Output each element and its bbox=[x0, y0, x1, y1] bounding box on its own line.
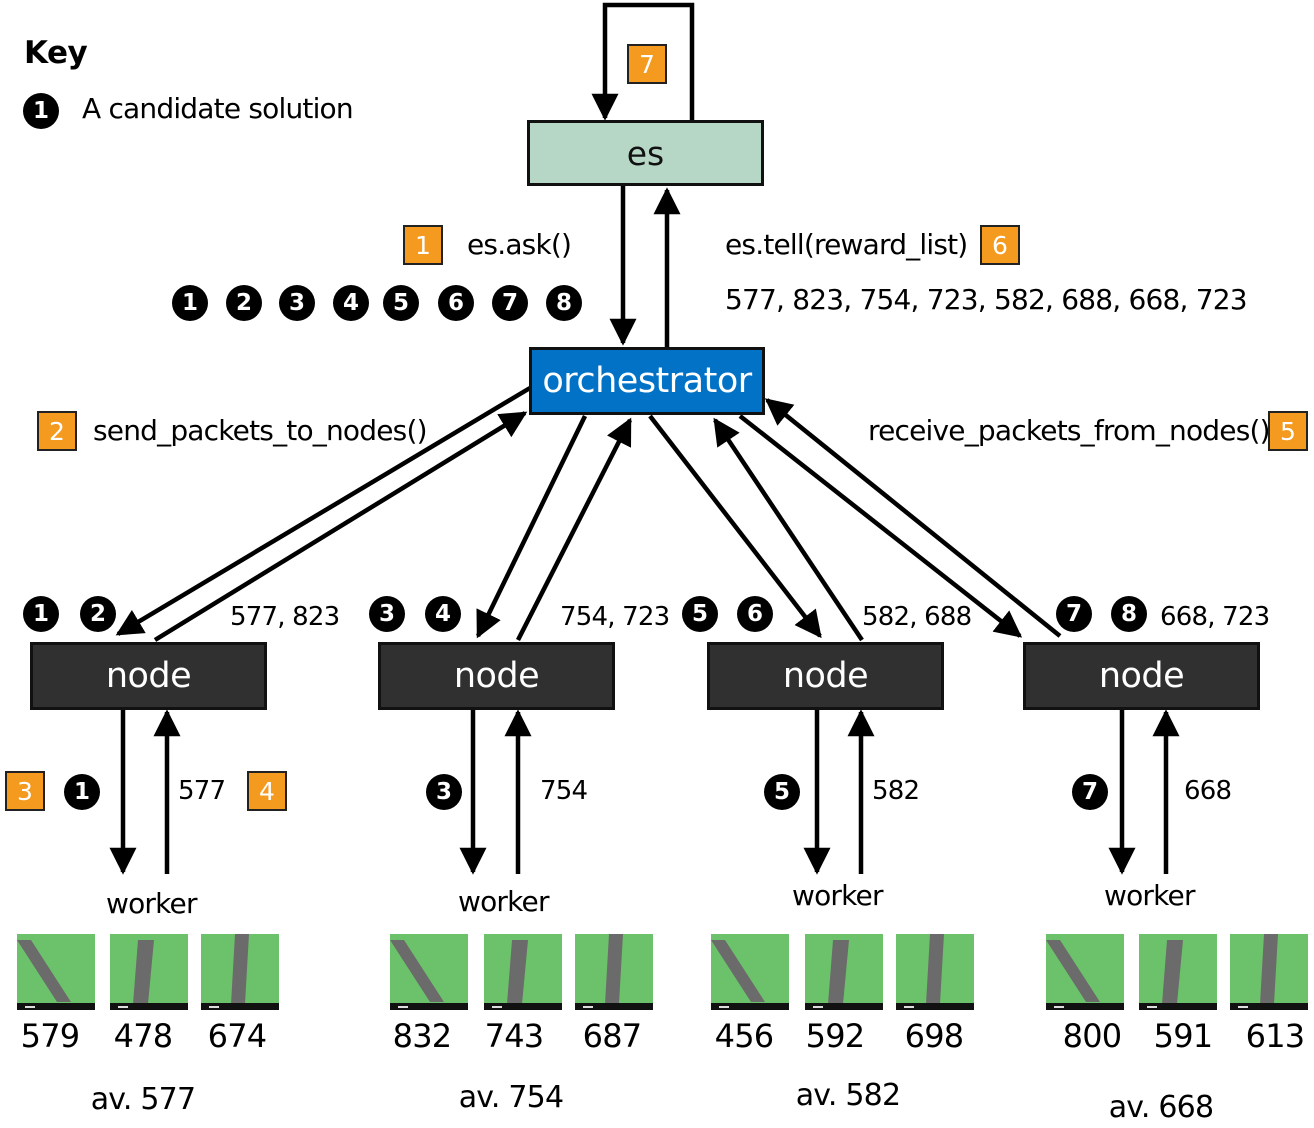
episode-thumbnail bbox=[484, 934, 562, 1010]
key-candidate-marker: 1 bbox=[23, 93, 59, 129]
candidate-marker: 6 bbox=[438, 285, 474, 321]
key-candidate-label: A candidate solution bbox=[82, 92, 354, 125]
episode-reward: 743 bbox=[484, 1017, 544, 1055]
node-candidate-marker: 8 bbox=[1111, 596, 1147, 632]
episode-thumbnail bbox=[390, 934, 468, 1010]
worker-label: worker bbox=[458, 885, 550, 918]
ask-label: es.ask() bbox=[467, 228, 572, 261]
episode-thumbnail bbox=[1046, 934, 1124, 1010]
receive-arrow-node-2 bbox=[515, 417, 633, 642]
ask-step-marker: 1 bbox=[403, 225, 443, 265]
episode-reward: 832 bbox=[392, 1017, 452, 1055]
receive-label: receive_packets_from_nodes() bbox=[868, 414, 1271, 447]
episode-thumbnail bbox=[896, 934, 974, 1010]
candidate-marker: 5 bbox=[383, 285, 419, 321]
tell-step-marker: 6 bbox=[980, 225, 1020, 265]
worker-reward: 754 bbox=[540, 776, 588, 806]
node-rewards: 577, 823 bbox=[230, 602, 340, 632]
worker-return-step-marker: 4 bbox=[247, 771, 287, 811]
receive-arrow-node-3 bbox=[713, 417, 864, 642]
node-candidate-marker: 6 bbox=[737, 596, 773, 632]
episode-reward: 579 bbox=[20, 1017, 80, 1055]
episode-reward: 800 bbox=[1062, 1017, 1122, 1055]
worker-reward: 668 bbox=[1184, 776, 1232, 806]
receive-arrow-node-4 bbox=[764, 398, 1062, 638]
candidate-marker: 8 bbox=[546, 285, 582, 321]
es-loop-arrow bbox=[591, 2, 695, 121]
worker-candidate-marker: 7 bbox=[1072, 774, 1108, 810]
send-arrow-node-2 bbox=[475, 415, 588, 639]
node-box: node bbox=[30, 642, 267, 710]
worker-reward: 577 bbox=[178, 776, 226, 806]
episode-reward: 456 bbox=[714, 1017, 774, 1055]
node-candidate-marker: 1 bbox=[23, 596, 59, 632]
episode-reward: 478 bbox=[113, 1017, 173, 1055]
es-loop-step-marker: 7 bbox=[627, 44, 667, 84]
node-average-reward: av. 754 bbox=[458, 1080, 564, 1115]
episode-thumbnail bbox=[110, 934, 188, 1010]
key-title: Key bbox=[24, 35, 88, 71]
send-arrow-node-4 bbox=[738, 414, 1023, 638]
receive-arrow-node-1 bbox=[153, 411, 528, 642]
es-box: es bbox=[527, 120, 764, 186]
node-box: node bbox=[378, 642, 615, 710]
episode-reward: 592 bbox=[805, 1017, 865, 1055]
episode-thumbnail bbox=[805, 934, 883, 1010]
orchestrator-box: orchestrator bbox=[529, 347, 765, 415]
node-candidate-marker: 5 bbox=[682, 596, 718, 632]
node-average-reward: av. 582 bbox=[795, 1078, 901, 1113]
receive-step-marker: 5 bbox=[1268, 411, 1308, 451]
episode-reward: 591 bbox=[1153, 1017, 1213, 1055]
node-box: node bbox=[1023, 642, 1260, 710]
worker-candidate-marker: 1 bbox=[64, 774, 100, 810]
node-rewards: 668, 723 bbox=[1160, 602, 1270, 632]
candidate-marker: 3 bbox=[279, 285, 315, 321]
episode-thumbnail bbox=[575, 934, 653, 1010]
node-candidate-marker: 3 bbox=[369, 596, 405, 632]
tell-reward-values: 577, 823, 754, 723, 582, 688, 668, 723 bbox=[725, 283, 1248, 316]
node-candidate-marker: 4 bbox=[425, 596, 461, 632]
worker-candidate-marker: 5 bbox=[764, 774, 800, 810]
node-box: node bbox=[707, 642, 944, 710]
episode-reward: 687 bbox=[582, 1017, 642, 1055]
node-candidate-marker: 2 bbox=[80, 596, 116, 632]
node-rewards: 754, 723 bbox=[560, 602, 670, 632]
candidate-marker: 4 bbox=[333, 285, 369, 321]
worker-label: worker bbox=[106, 887, 198, 920]
episode-reward: 674 bbox=[207, 1017, 267, 1055]
candidate-marker: 1 bbox=[172, 285, 208, 321]
send-arrow-node-1 bbox=[115, 386, 532, 636]
episode-thumbnail bbox=[1139, 934, 1217, 1010]
episode-thumbnail bbox=[201, 934, 279, 1010]
episode-reward: 698 bbox=[904, 1017, 964, 1055]
worker-candidate-marker: 3 bbox=[426, 774, 462, 810]
send-arrow-node-3 bbox=[648, 414, 822, 639]
node-average-reward: av. 577 bbox=[90, 1082, 196, 1117]
candidate-marker: 2 bbox=[226, 285, 262, 321]
episode-thumbnail bbox=[711, 934, 789, 1010]
node-average-reward: av. 668 bbox=[1108, 1090, 1214, 1125]
tell-label: es.tell(reward_list) bbox=[725, 228, 968, 261]
candidate-marker: 7 bbox=[492, 285, 528, 321]
episode-thumbnail bbox=[1230, 934, 1308, 1010]
episode-thumbnail bbox=[17, 934, 95, 1010]
worker-label: worker bbox=[1104, 879, 1196, 912]
send-label: send_packets_to_nodes() bbox=[93, 414, 428, 447]
send-step-marker: 2 bbox=[37, 411, 77, 451]
episode-reward: 613 bbox=[1245, 1017, 1305, 1055]
node-rewards: 582, 688 bbox=[862, 602, 972, 632]
node-candidate-marker: 7 bbox=[1056, 596, 1092, 632]
worker-label: worker bbox=[792, 879, 884, 912]
worker-reward: 582 bbox=[872, 776, 920, 806]
worker-send-step-marker: 3 bbox=[5, 771, 45, 811]
